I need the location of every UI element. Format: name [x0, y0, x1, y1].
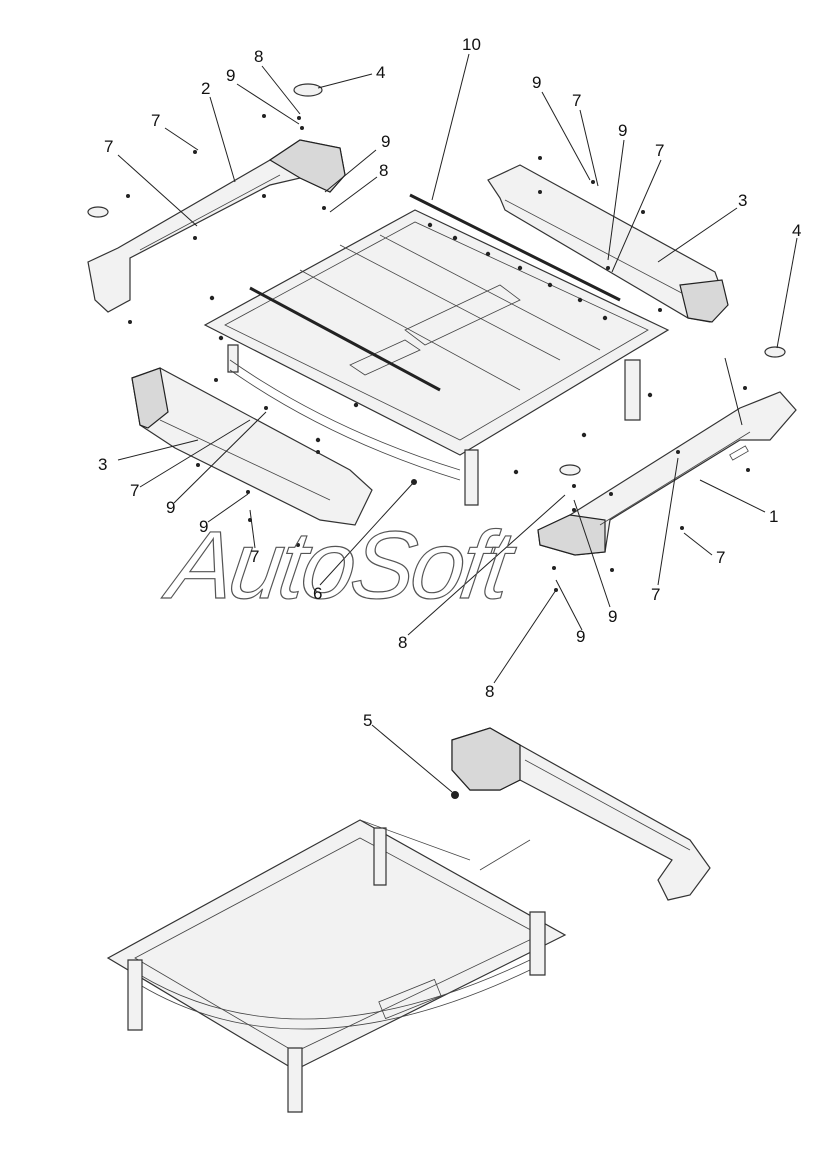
callout-7: 7 [151, 111, 160, 130]
callout-9: 9 [199, 517, 208, 536]
callout-9: 9 [608, 607, 617, 626]
callout-8: 8 [379, 161, 388, 180]
callout-7: 7 [716, 548, 725, 567]
callout-9: 9 [532, 73, 541, 92]
autosoft-watermark: AutoSoft [158, 512, 522, 618]
callout-7: 7 [651, 585, 660, 604]
left-rail [87, 83, 346, 313]
callout-5: 5 [363, 711, 372, 730]
callout-7: 7 [130, 481, 139, 500]
callout-7: 7 [104, 137, 113, 156]
upper-frame [203, 193, 670, 506]
callout-9: 9 [576, 627, 585, 646]
lower-frame [106, 819, 567, 1113]
callout-labels: 10 8 4 9 2 7 7 9 8 9 7 9 7 3 4 1 7 7 3 7… [98, 35, 801, 730]
callout-7: 7 [250, 547, 259, 566]
callout-8: 8 [254, 47, 263, 66]
callout-4: 4 [792, 221, 801, 240]
front-cover-lower [131, 367, 373, 526]
lower-rail [451, 727, 711, 901]
callout-6: 6 [313, 584, 322, 603]
callout-9: 9 [618, 121, 627, 140]
callout-9: 9 [226, 66, 235, 85]
rear-cover-upper [487, 164, 729, 323]
callout-8: 8 [398, 633, 407, 652]
callout-8: 8 [485, 682, 494, 701]
callout-9: 9 [166, 498, 175, 517]
fastener-bolts [126, 114, 750, 592]
callout-7: 7 [572, 91, 581, 110]
callout-3: 3 [738, 191, 747, 210]
leader-lines [117, 53, 798, 793]
callout-10: 10 [462, 35, 481, 54]
callout-4: 4 [376, 63, 385, 82]
callout-1: 1 [769, 507, 778, 526]
callout-2: 2 [201, 79, 210, 98]
callout-3: 3 [98, 455, 107, 474]
callout-7: 7 [655, 141, 664, 160]
callout-9: 9 [381, 132, 390, 151]
